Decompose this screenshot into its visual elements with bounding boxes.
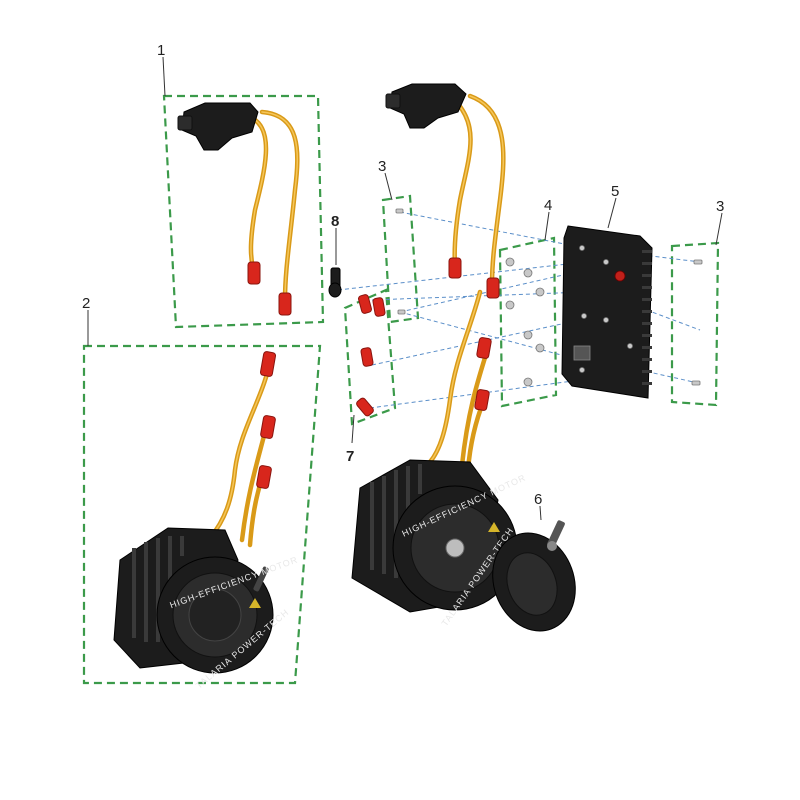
callout-3-right: 3	[716, 198, 724, 215]
group-outline-3-right	[670, 241, 720, 407]
motor-cover-6	[492, 520, 576, 632]
terminal-connector	[278, 292, 292, 316]
fitting-8	[328, 267, 342, 298]
motor-assembled: HIGH-EFFICIENCY MOTOR TALARIA POWER-TECH	[351, 289, 528, 628]
bolt-set-4	[505, 257, 545, 387]
callout-3-left: 3	[378, 158, 386, 175]
terminal-caps-7	[356, 294, 386, 417]
plug-connector	[181, 102, 259, 151]
group-outline-7	[343, 288, 397, 426]
group-outline-3-left	[381, 194, 420, 324]
terminal-connector	[486, 277, 500, 299]
callout-7: 7	[346, 448, 354, 465]
screw-set-3-right	[691, 259, 703, 386]
terminal-connector	[448, 257, 462, 279]
callout-5: 5	[611, 183, 619, 200]
callout-2: 2	[82, 295, 90, 312]
leader-lines	[87, 56, 723, 521]
wire-harness-assembled	[385, 83, 506, 299]
group-outline-2	[82, 344, 322, 685]
motor-assembly-2: HIGH-EFFICIENCY MOTOR TALARIA POWER-TECH	[113, 351, 299, 691]
screw-set-3-left	[395, 208, 406, 315]
group-outline-1	[162, 94, 325, 329]
callout-1: 1	[157, 42, 165, 59]
terminal-connector	[247, 261, 261, 285]
callout-8: 8	[331, 213, 339, 230]
warning-icon	[249, 598, 261, 608]
callout-labels: 1 2 3 3 4 5 6 7 8	[82, 42, 724, 508]
group-outline-4	[498, 236, 558, 408]
controller-5	[561, 225, 653, 399]
warning-icon	[488, 522, 500, 532]
wire-harness-1	[177, 102, 300, 316]
callout-6: 6	[534, 491, 542, 508]
callout-4: 4	[544, 197, 552, 214]
plug-connector	[389, 83, 467, 129]
